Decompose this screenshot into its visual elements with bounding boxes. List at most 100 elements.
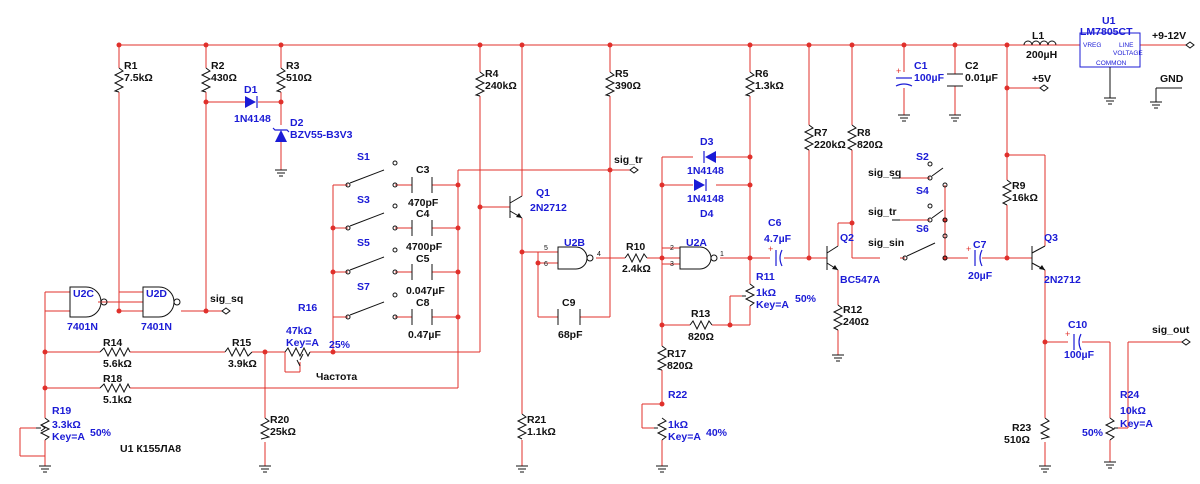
r24-value: 10kΩ — [1120, 405, 1146, 417]
junctions — [42, 42, 1048, 407]
q3-value: 2N2712 — [1044, 274, 1081, 286]
r12-value: 240Ω — [843, 316, 869, 328]
diode-symbols — [245, 96, 716, 191]
sig-tr-left-label: sig_tr — [614, 154, 643, 166]
r3-ref: R3 — [286, 60, 300, 72]
r20-value: 25kΩ — [270, 426, 296, 438]
sig-out-label: sig_out — [1152, 324, 1190, 336]
gate-symbols — [69, 246, 718, 318]
r10-value: 2.4kΩ — [622, 263, 651, 275]
r22-ref: R22 — [668, 389, 687, 401]
c5-value: 0.047µF — [406, 285, 445, 297]
r11-ref: R11 — [756, 271, 775, 283]
s6-label: S6 — [916, 223, 929, 235]
d2-value: BZV55-B3V3 — [290, 129, 353, 141]
r3-value: 510Ω — [286, 72, 312, 84]
s1-label: S1 — [357, 151, 370, 163]
r1-value: 7.5kΩ — [124, 72, 153, 84]
c4-value: 4700pF — [406, 241, 443, 253]
s5-label: S5 — [357, 237, 370, 249]
u2c-ref: U2C — [73, 288, 94, 300]
q2-ref: Q2 — [840, 232, 854, 244]
net-connectors — [221, 41, 1195, 346]
sig-sq-right-label: sig_sq — [868, 167, 901, 179]
v5-label: +5V — [1032, 73, 1051, 85]
wires — [19, 44, 1186, 466]
r15-value: 3.9kΩ — [228, 358, 257, 370]
c3-value: 470pF — [408, 197, 439, 209]
r5-ref: R5 — [615, 68, 629, 80]
r12-ref: R12 — [843, 304, 862, 316]
u1-ref: U1 — [1102, 15, 1116, 27]
r11-value: 1kΩ — [756, 287, 776, 299]
r19-pct: 50% — [90, 427, 112, 439]
r24-key: Key=A — [1120, 418, 1153, 430]
s2-label: S2 — [916, 151, 929, 163]
q3-ref: Q3 — [1044, 232, 1058, 244]
r16-key: Key=A — [286, 337, 319, 349]
r7-value: 220kΩ — [814, 139, 846, 151]
transistor-symbols — [509, 195, 1046, 271]
c8-value: 0.47µF — [408, 329, 441, 341]
r17-ref: R17 — [667, 348, 686, 360]
l1-value: 200µH — [1026, 49, 1057, 61]
c7-value: 20µF — [968, 270, 993, 282]
r8-value: 820Ω — [857, 139, 883, 151]
r13-ref: R13 — [691, 308, 710, 320]
c1-ref: C1 — [914, 60, 928, 72]
d4-ref: D4 — [700, 208, 714, 220]
d1-value: 1N4148 — [234, 113, 271, 125]
u2b-ref: U2B — [564, 237, 585, 249]
r22-key: Key=A — [668, 431, 701, 443]
c2-ref: C2 — [965, 60, 979, 72]
c10-value: 100µF — [1064, 349, 1095, 361]
r9-value: 16kΩ — [1012, 192, 1038, 204]
sig-sq-left-label: sig_sq — [210, 293, 243, 305]
switch-symbols — [345, 160, 948, 320]
u2a-pin-1: 1 — [720, 251, 724, 258]
r18-ref: R18 — [103, 373, 122, 385]
r7-ref: R7 — [814, 127, 828, 139]
l1-ref: L1 — [1032, 30, 1044, 42]
ground-symbols — [39, 87, 1182, 473]
u1-line: LINE — [1119, 42, 1134, 49]
c7-ref: C7 — [973, 239, 987, 251]
c9-value: 68pF — [558, 329, 583, 341]
r21-ref: R21 — [527, 414, 546, 426]
r19-ref: R19 — [52, 405, 71, 417]
svg-text:+: + — [966, 244, 971, 254]
q2-value: BC547A — [840, 274, 881, 286]
d3-value: 1N4148 — [687, 165, 724, 177]
r13-value: 820Ω — [688, 331, 714, 343]
frequency-note: Частота — [316, 371, 357, 383]
u2d-value: 7401N — [141, 321, 172, 333]
capacitor-symbols: + + + + — [411, 66, 1082, 351]
power-section — [1023, 32, 1141, 98]
r24-pct: 50% — [1082, 427, 1104, 439]
svg-text:+: + — [896, 66, 901, 76]
u2b-pin-5: 5 — [544, 245, 548, 252]
u2c-value: 7401N — [67, 321, 98, 333]
u1-voltage: VOLTAGE — [1113, 50, 1143, 57]
r6-value: 1.3kΩ — [755, 80, 784, 92]
c9-ref: C9 — [562, 297, 576, 309]
sig-tr-right-label: sig_tr — [868, 206, 897, 218]
d3-ref: D3 — [700, 136, 714, 148]
s4-label: S4 — [916, 185, 929, 197]
r5-value: 390Ω — [615, 80, 641, 92]
r8-ref: R8 — [857, 127, 871, 139]
r11-key: Key=A — [756, 299, 789, 311]
r9-ref: R9 — [1012, 180, 1026, 192]
c3-ref: C3 — [416, 164, 430, 176]
c4-ref: C4 — [416, 208, 430, 220]
u2a-pin-2: 2 — [670, 245, 674, 252]
u1-value: LM7805CT — [1080, 26, 1133, 38]
r4-value: 240kΩ — [485, 80, 517, 92]
r18-value: 5.1kΩ — [103, 394, 132, 406]
q1-value: 2N2712 — [530, 202, 567, 214]
u1-chip-note: U1 К155ЛА8 — [120, 443, 181, 455]
d2-ref: D2 — [290, 117, 304, 129]
gnd-label: GND — [1160, 73, 1184, 85]
r2-value: 430Ω — [211, 72, 237, 84]
